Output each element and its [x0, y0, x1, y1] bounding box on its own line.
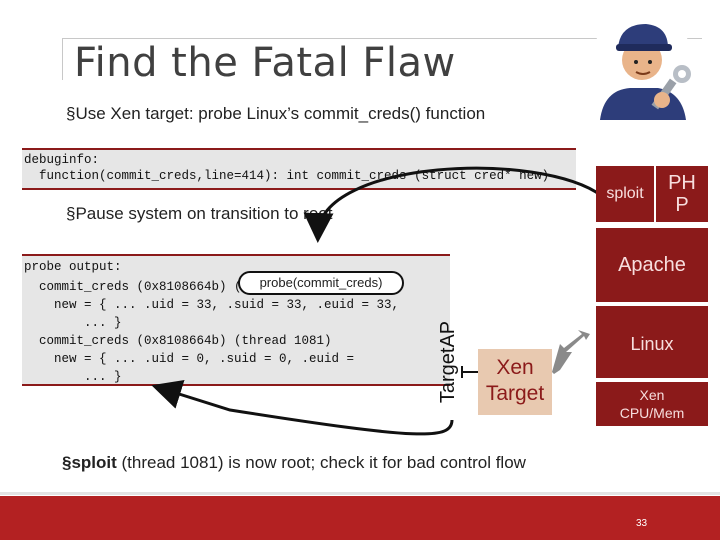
probe-line-5: ... }: [24, 316, 122, 330]
gray-double-arrow: [552, 330, 590, 374]
footer-rule: [0, 492, 720, 495]
title-rule-vertical: [62, 38, 63, 80]
footer-bar: 33: [0, 496, 720, 540]
bullet-sploit-root: §sploit (thread 1081) is now root; check…: [62, 453, 526, 473]
debuginfo-line-2: function(commit_creds,line=414): int com…: [24, 169, 550, 183]
probe-line-6: commit_creds (0x8108664b) (thread 1081): [24, 334, 332, 348]
apache-box: Apache: [596, 228, 708, 302]
linux-box: Linux: [596, 306, 708, 378]
probe-line-7: new = { ... .uid = 0, .suid = 0, .euid =: [24, 352, 355, 366]
bullet-xen-probe: §Use Xen target: probe Linux’s commit_cr…: [66, 104, 486, 123]
probe-line-8: ... }: [24, 370, 122, 384]
debuginfo-line-1: debuginfo:: [24, 153, 100, 167]
sploit-box: sploit: [596, 166, 654, 222]
probe-line-4: new = { ... .uid = 33, .suid = 33, .euid…: [24, 298, 400, 312]
php-box: PH P: [656, 166, 708, 222]
probe-line-1: probe output:: [24, 260, 122, 274]
target-ap-wrapper: TargetAP: [437, 298, 462, 428]
slide-title: Find the Fatal Flaw: [74, 40, 456, 86]
xen-target-box: Xen Target: [478, 349, 552, 415]
arrow-targetap-to-probe: [151, 379, 454, 436]
probe-callout: probe(commit_creds): [238, 271, 404, 295]
mechanic-icon: [590, 14, 696, 122]
bullet-sploit-rest: (thread 1081) is now root; check it for …: [116, 453, 526, 472]
arrow-sploit-to-callout: [303, 166, 603, 243]
bullet-pause-system: §Pause system on transition to root: [66, 204, 333, 223]
xen-cpu-box: Xen CPU/Mem: [596, 382, 708, 426]
title-rule: [62, 38, 702, 39]
target-ap-label: TargetAP: [437, 320, 459, 404]
page-number: 33: [636, 518, 648, 529]
probe-line-3: commit_creds (0x8108664b) (: [24, 280, 242, 294]
bullet-sploit-bold: §sploit: [62, 453, 117, 472]
